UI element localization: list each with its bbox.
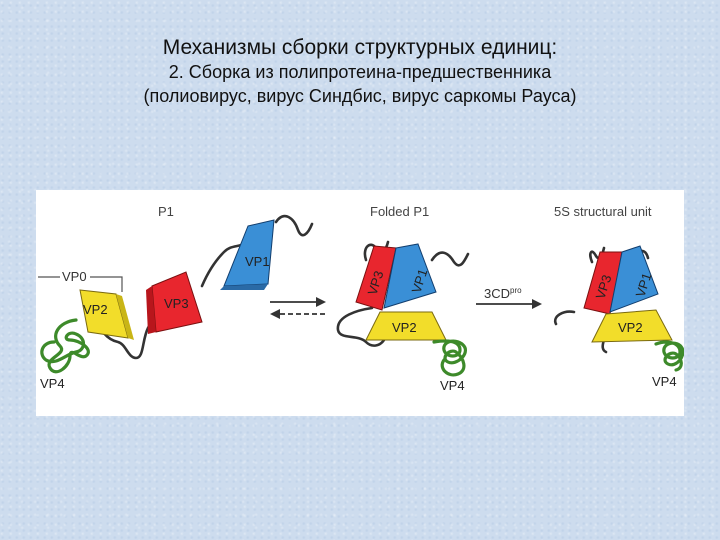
slide-subtitle-line2: (полиовирус, вирус Синдбис, вирус сарком… — [143, 86, 577, 106]
assembly-diagram: P1 Folded P1 5S structural unit VP0 VP2 … — [36, 190, 685, 416]
label-vp1-stage3: VP1 — [633, 271, 655, 299]
stage-label-5s-unit: 5S structural unit — [554, 204, 652, 219]
label-vp2-stage1: VP2 — [83, 302, 108, 317]
label-vp2-stage3: VP2 — [618, 320, 643, 335]
vp1-shape-stage2 — [383, 243, 437, 309]
stage2-folded-p1: VP3 VP1 VP2 VP4 — [336, 240, 470, 393]
vp3-shape-stage2 — [355, 245, 397, 311]
label-vp3-stage3: VP3 — [593, 273, 615, 301]
stage-label-p1: P1 — [158, 204, 174, 219]
label-enzyme-base: 3CD — [484, 286, 510, 301]
vp2-side-stage1 — [116, 294, 134, 340]
slide-title: Механизмы сборки структурных единиц: — [162, 36, 558, 59]
vp0-bracket — [38, 276, 123, 292]
vp4-coil-stage2 — [432, 339, 467, 377]
label-vp2-stage2: VP2 — [392, 320, 417, 335]
vp4-coil-stage1 — [40, 318, 90, 374]
chain-stage3-left — [553, 310, 576, 326]
cleavage-arrow: 3CDpro — [476, 286, 542, 309]
chain-vp1-tail — [274, 214, 314, 237]
vp3-shape-stage1 — [151, 271, 203, 333]
assembly-diagram-svg: P1 Folded P1 5S structural unit VP0 VP2 … — [38, 204, 685, 393]
label-vp1-stage2: VP1 — [409, 267, 431, 295]
equilibrium-arrows — [270, 297, 326, 319]
label-vp4-stage1: VP4 — [40, 376, 65, 391]
vp1-shape-stage3 — [609, 245, 659, 313]
label-enzyme-sup: pro — [510, 286, 522, 295]
label-vp1-stage1: VP1 — [245, 254, 270, 269]
chain-stage2-right — [430, 251, 470, 267]
vp1-shape-stage1 — [223, 219, 275, 287]
stage3-5s-unit: VP3 VP1 VP2 VP4 — [553, 245, 685, 389]
label-vp4-stage2: VP4 — [440, 378, 465, 393]
label-vp3-stage1: VP3 — [164, 296, 189, 311]
stage1-p1: VP0 VP2 VP3 VP1 VP4 — [38, 214, 314, 391]
vp4-coil-stage3 — [654, 340, 685, 372]
vp2-shape-stage3 — [591, 309, 673, 343]
vp1-side-stage1 — [220, 284, 268, 290]
stage-label-folded-p1: Folded P1 — [370, 204, 429, 219]
label-vp3-stage2: VP3 — [365, 269, 387, 297]
label-vp4-stage3: VP4 — [652, 374, 677, 389]
label-vp0: VP0 — [62, 269, 87, 284]
chain-stage2-left — [336, 306, 386, 347]
label-enzyme: 3CDpro — [484, 286, 522, 301]
slide-subtitle-line1: 2. Сборка из полипротеина-предшественник… — [168, 62, 552, 82]
vp3-side-stage1 — [146, 286, 156, 334]
